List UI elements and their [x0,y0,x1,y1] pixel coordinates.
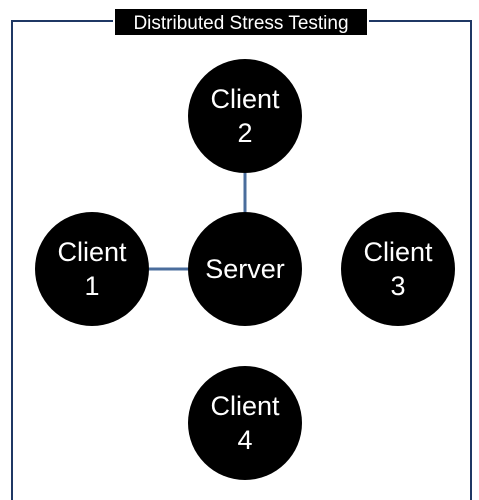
connector-layer [149,173,247,271]
client-4-node: Client 4 [188,366,302,480]
client-2-node: Client 2 [188,59,302,173]
server-node: Server [188,212,302,326]
client-1-node: Client 1 [35,212,149,326]
client-3-node: Client 3 [341,212,455,326]
diagram-title: Distributed Stress Testing [113,7,369,37]
